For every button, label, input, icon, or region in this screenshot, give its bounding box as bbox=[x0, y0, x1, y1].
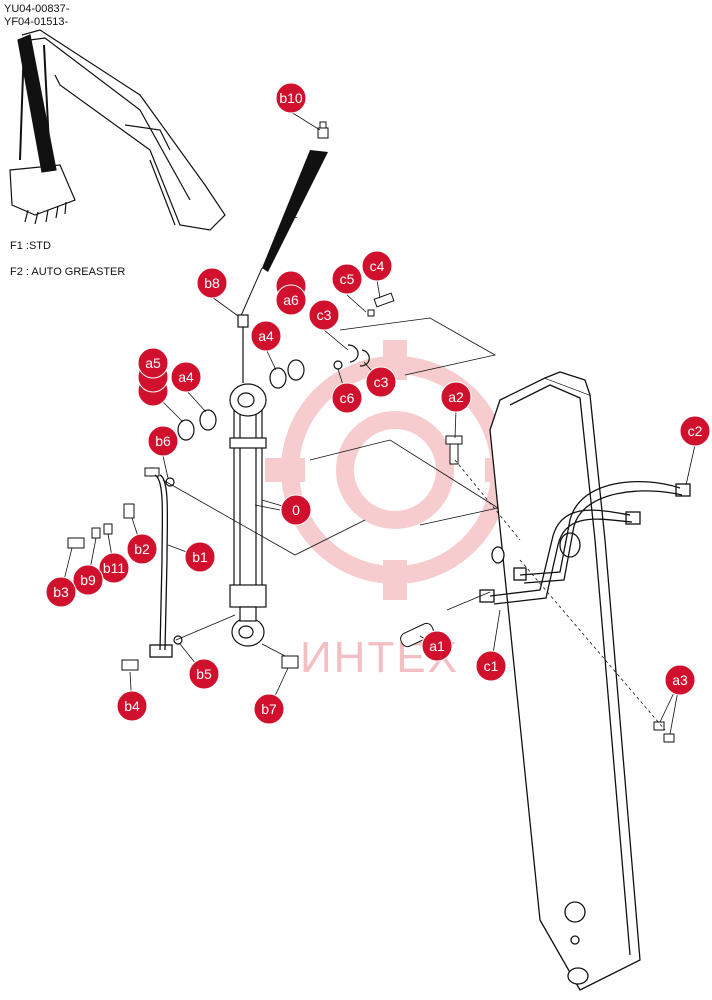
callout-circle bbox=[147, 425, 179, 457]
watermark: ИНТЕХ bbox=[265, 340, 525, 682]
callout-c1: c1 bbox=[475, 650, 507, 682]
callout-c4: c4 bbox=[361, 250, 393, 282]
callout-b3: b3 bbox=[45, 576, 77, 608]
callout-a6: a6 bbox=[275, 284, 307, 316]
callout-markers: b10 b8 a6 c5 c4 c3 a4 a5 a4 c3 c6 a2 c2 b6 0 b2 b1 b11 b9 b… bbox=[45, 82, 711, 725]
legend-f1: F1 :STD bbox=[10, 240, 51, 252]
f2-leader: F2 bbox=[239, 150, 328, 319]
callout-circle bbox=[250, 320, 282, 352]
callout-c2: c2 bbox=[679, 415, 711, 447]
callout-circle bbox=[331, 382, 363, 414]
callout-circle bbox=[308, 299, 340, 331]
callout-label: b6 bbox=[155, 433, 171, 449]
callout-a4-right: a4 bbox=[250, 320, 282, 352]
callout-label: b1 bbox=[192, 549, 208, 565]
callout-label: a6 bbox=[283, 292, 299, 308]
callout-a5: a5 bbox=[137, 347, 169, 379]
callout-label: c3 bbox=[317, 307, 332, 323]
callout-label: b3 bbox=[53, 584, 69, 600]
f2-marker-label: F2 bbox=[286, 210, 298, 221]
serial-number-2: YF04-01513- bbox=[4, 16, 69, 28]
callout-label: b5 bbox=[196, 666, 212, 682]
grease-nipple-icon bbox=[317, 121, 329, 139]
callout-circle bbox=[679, 415, 711, 447]
reference-lines bbox=[162, 317, 666, 731]
callout-c5: c5 bbox=[331, 263, 363, 295]
callout-circle bbox=[196, 267, 228, 299]
callout-label: a4 bbox=[178, 369, 194, 385]
callout-label: c4 bbox=[370, 258, 385, 274]
callout-label: c6 bbox=[340, 390, 355, 406]
callout-label: c3 bbox=[374, 374, 389, 390]
callout-b10: b10 bbox=[275, 82, 307, 114]
thumbnail-excavator-icon bbox=[9, 29, 226, 231]
callout-circle bbox=[98, 552, 130, 584]
callout-label: b4 bbox=[124, 698, 140, 714]
callout-label: a1 bbox=[429, 638, 445, 654]
callout-a3: a3 bbox=[664, 664, 696, 696]
washers-and-rings bbox=[165, 344, 370, 645]
callout-circle bbox=[440, 381, 472, 413]
callout-label: b11 bbox=[103, 560, 126, 576]
callout-circle bbox=[126, 533, 158, 565]
callout-label: b8 bbox=[204, 275, 220, 291]
callout-circle bbox=[188, 658, 220, 690]
callout-circle bbox=[664, 664, 696, 696]
serial-number-1: YU04-00837- bbox=[4, 3, 70, 15]
callout-circle bbox=[184, 541, 216, 573]
boom bbox=[489, 371, 641, 991]
callout-a1: a1 bbox=[421, 630, 453, 662]
callout-label: a3 bbox=[672, 672, 688, 688]
callout-a2: a2 bbox=[440, 381, 472, 413]
callout-b5: b5 bbox=[188, 658, 220, 690]
callout-0: 0 bbox=[280, 494, 312, 526]
callout-label: c5 bbox=[340, 271, 355, 287]
callout-circle bbox=[421, 630, 453, 662]
callout-circle bbox=[331, 263, 363, 295]
callout-circle bbox=[361, 250, 393, 282]
callout-circle bbox=[72, 564, 104, 596]
callout-label: a2 bbox=[448, 389, 464, 405]
callout-label: a4 bbox=[258, 328, 274, 344]
callout-circle bbox=[45, 576, 77, 608]
callout-c6: c6 bbox=[331, 382, 363, 414]
callout-label: b2 bbox=[134, 541, 150, 557]
callout-circle bbox=[275, 82, 307, 114]
callout-circle bbox=[137, 347, 169, 379]
callout-circle bbox=[253, 693, 285, 725]
callout-b6: b6 bbox=[147, 425, 179, 457]
callout-circle bbox=[275, 284, 307, 316]
callout-label: c1 bbox=[484, 658, 499, 674]
callout-label: a5 bbox=[145, 355, 161, 371]
callout-label: b7 bbox=[261, 701, 277, 717]
callout-label: c2 bbox=[688, 423, 703, 439]
callout-c3-bottom: c3 bbox=[365, 366, 397, 398]
grease-tube bbox=[149, 474, 173, 658]
callout-b7: b7 bbox=[253, 693, 285, 725]
callout-circle bbox=[116, 690, 148, 722]
callout-circle bbox=[365, 366, 397, 398]
callout-label: 0 bbox=[292, 502, 300, 518]
callout-b8: b8 bbox=[196, 267, 228, 299]
callout-label: b9 bbox=[80, 572, 96, 588]
callout-b4: b4 bbox=[116, 690, 148, 722]
callout-circle bbox=[280, 494, 312, 526]
callout-a4-left: a4 bbox=[170, 361, 202, 393]
callout-b9: b9 bbox=[72, 564, 104, 596]
callout-circle bbox=[170, 361, 202, 393]
callout-label: b10 bbox=[279, 90, 303, 106]
hydraulic-cylinder bbox=[229, 314, 267, 647]
callout-c3-top: c3 bbox=[308, 299, 340, 331]
legend-f2: F2 : AUTO GREASTER bbox=[10, 266, 126, 278]
callout-b2: b2 bbox=[126, 533, 158, 565]
callout-b11: b11 bbox=[98, 552, 130, 584]
bolts-and-hardware bbox=[67, 292, 675, 743]
callout-circle bbox=[475, 650, 507, 682]
callout-b1: b1 bbox=[184, 541, 216, 573]
